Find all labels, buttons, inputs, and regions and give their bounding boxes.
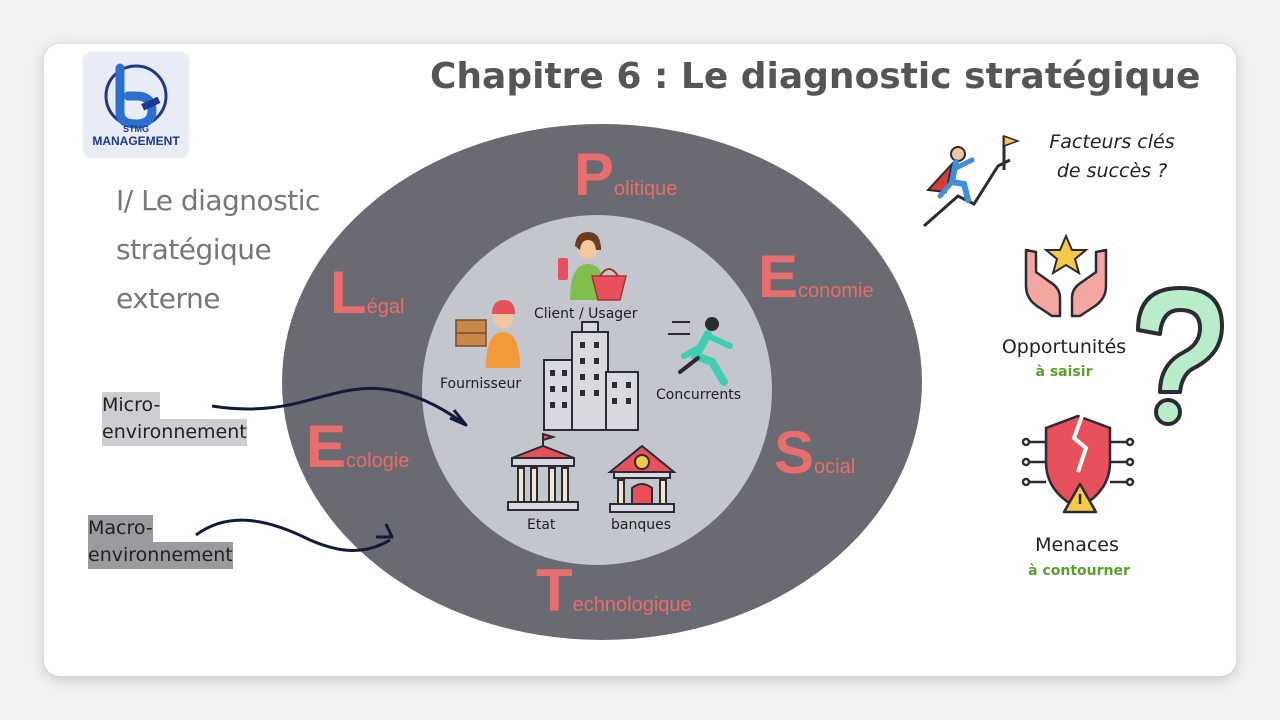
micro-arrow-head	[449, 409, 468, 427]
pestel-economie: Economie	[758, 242, 874, 311]
pestel-letter: P	[574, 141, 615, 208]
opportunities-label: Opportunités	[1001, 336, 1127, 358]
pestel-letter: T	[536, 557, 573, 624]
key-success-factors: Facteurs clés de succès ?	[1032, 128, 1192, 186]
fournisseur-label: Fournisseur	[440, 376, 522, 392]
pestel-letter: E	[758, 243, 799, 310]
pestel-word: olitique	[614, 178, 678, 200]
banques-label: banques	[611, 517, 672, 533]
pestel-letter: E	[306, 413, 347, 480]
banques-icon	[607, 444, 677, 513]
section-heading-line-2: stratégique	[116, 233, 272, 266]
success-runner-icon	[923, 134, 1021, 228]
pestel-word: égal	[366, 296, 405, 318]
concurrents-label: Concurrents	[656, 387, 742, 403]
pestel-technologique: Technologique	[536, 556, 692, 625]
opportunities-sub: à saisir	[1035, 364, 1093, 380]
pestel-word: echnologique	[572, 594, 692, 616]
page-title: Chapitre 6 : Le diagnostic stratégique	[430, 56, 1201, 97]
macro-environment-label: Macro- environnement	[84, 515, 237, 569]
question-mark-icon	[1136, 286, 1224, 426]
client-label: Client / Usager	[534, 306, 638, 322]
building-windows	[550, 342, 631, 408]
section-heading: I/ Le diagnostic stratégique externe	[116, 176, 346, 323]
micro-label-line-1: Micro-	[102, 392, 161, 419]
logo-label: MANAGEMENT	[92, 134, 180, 148]
pestel-social: Social	[774, 418, 855, 487]
macro-arrow	[195, 518, 391, 552]
pestel-letter: L	[330, 259, 367, 326]
macro-label-line-2: environnement	[88, 542, 233, 569]
concurrents-icon	[668, 317, 733, 386]
logo-brand: STMG	[123, 124, 149, 134]
pestel-word: conomie	[798, 280, 874, 302]
ksf-line-1: Facteurs clés	[1049, 131, 1175, 153]
pestel-word: ocial	[814, 456, 856, 478]
macro-arrow-head	[376, 523, 394, 539]
opportunities-hands-star-icon	[1024, 233, 1108, 318]
section-heading-line-1: I/ Le diagnostic	[116, 184, 320, 217]
section-heading-line-3: externe	[116, 282, 221, 315]
building-icon	[543, 321, 639, 431]
micro-label-line-2: environnement	[102, 419, 247, 446]
client-icon	[558, 232, 627, 301]
pestel-ecologie: Ecologie	[306, 412, 409, 481]
management-logo-icon	[104, 63, 168, 129]
ksf-line-2: de succès ?	[1056, 160, 1168, 182]
pestel-politique: Politique	[574, 140, 677, 209]
micro-environment-label: Micro- environnement	[98, 392, 251, 446]
etat-icon	[507, 432, 579, 511]
threats-label: Menaces	[1035, 534, 1119, 556]
pestel-legal: Légal	[330, 258, 404, 327]
management-logo: STMG MANAGEMENT	[84, 52, 188, 156]
pestel-word: cologie	[346, 450, 410, 472]
micro-arrow	[211, 386, 463, 424]
macro-label-line-1: Macro-	[88, 515, 153, 542]
threats-sub: à contourner	[1028, 563, 1130, 579]
pestel-letter: S	[774, 419, 815, 486]
etat-label: Etat	[527, 517, 556, 533]
threats-broken-shield-icon	[1021, 414, 1135, 514]
fournisseur-icon	[455, 300, 520, 368]
